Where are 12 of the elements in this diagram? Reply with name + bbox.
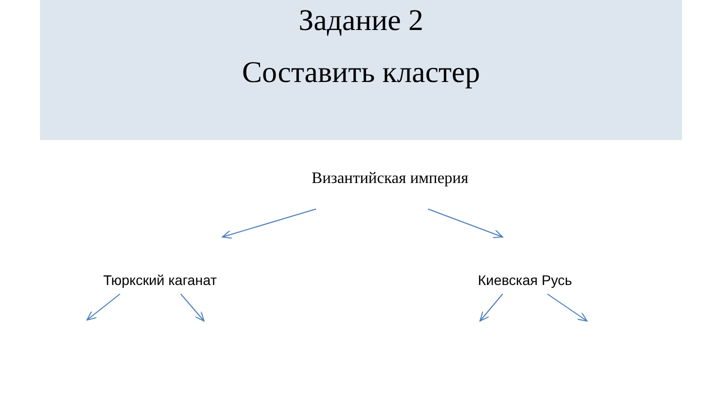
arrow xyxy=(222,208,316,239)
concept-label: Киевская Русь xyxy=(478,272,572,288)
subheading: Составить кластер xyxy=(242,56,480,90)
arrow xyxy=(480,294,504,322)
arrow xyxy=(180,294,204,322)
concept-label: Византийская империя xyxy=(312,170,468,188)
arrow xyxy=(86,294,120,320)
heading: Задание 2 xyxy=(298,4,424,38)
arrow xyxy=(428,208,504,238)
concept-label: Тюркский каганат xyxy=(103,272,217,288)
arrow xyxy=(546,294,588,322)
header-band xyxy=(40,0,682,140)
